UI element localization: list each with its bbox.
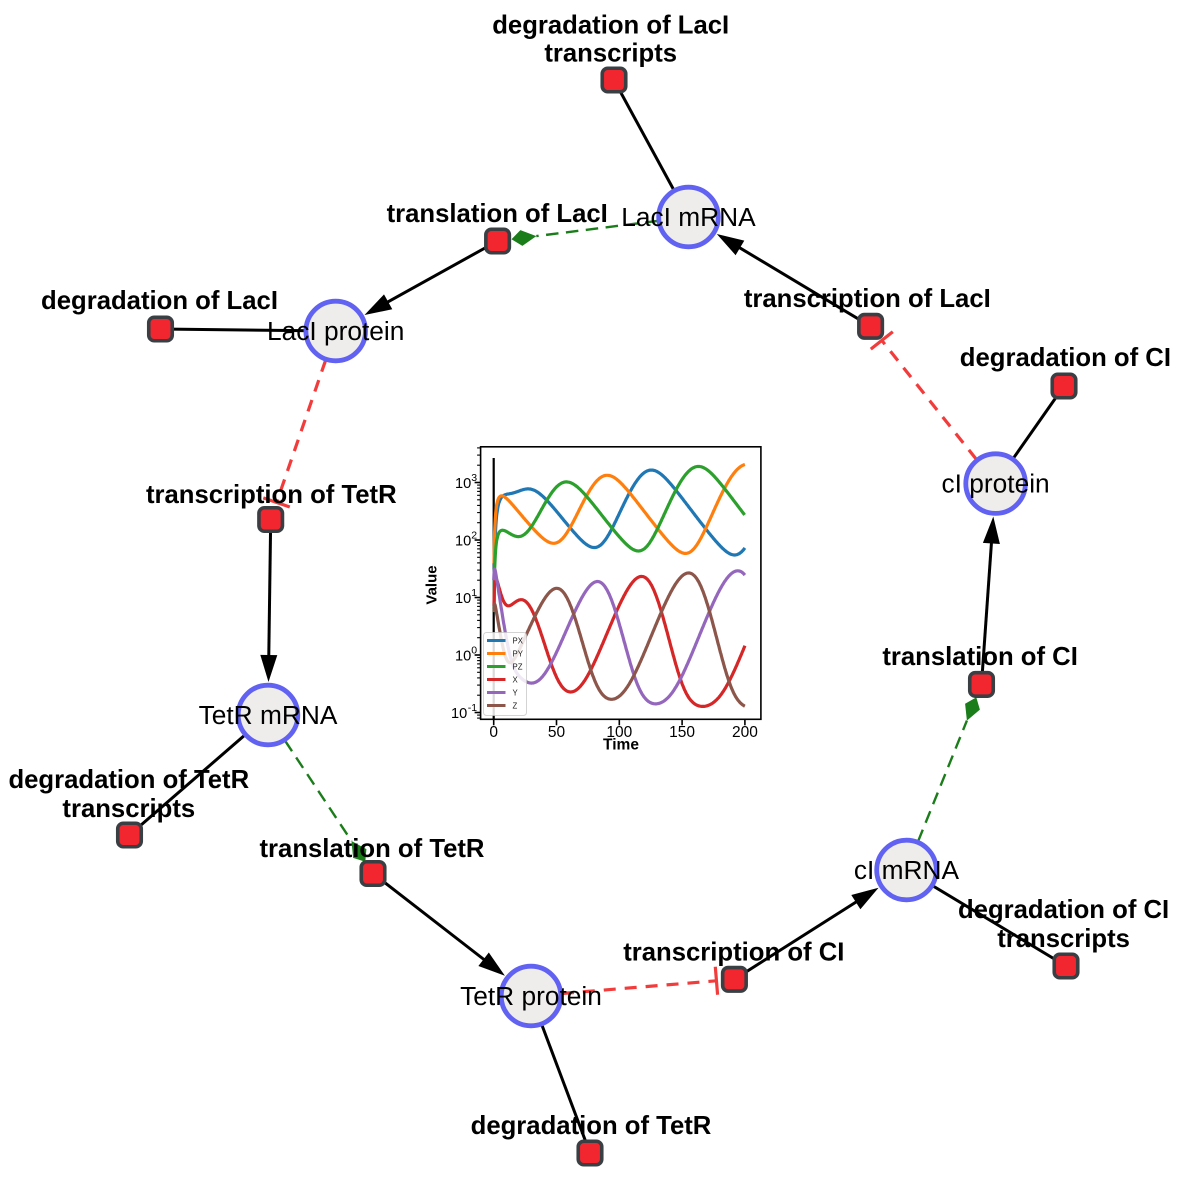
svg-text:degradation of LacI: degradation of LacI bbox=[41, 287, 278, 315]
svg-text:Z: Z bbox=[513, 702, 518, 711]
svg-text:degradation of CI: degradation of CI bbox=[960, 344, 1171, 372]
svg-text:10: 10 bbox=[455, 476, 471, 492]
svg-text:10: 10 bbox=[451, 706, 467, 722]
svg-text:degradation of TetR: degradation of TetR bbox=[8, 766, 249, 794]
svg-text:translation of TetR: translation of TetR bbox=[259, 835, 484, 863]
svg-text:transcription of CI: transcription of CI bbox=[623, 938, 844, 966]
svg-text:Time: Time bbox=[603, 737, 639, 754]
svg-text:LacI protein: LacI protein bbox=[267, 316, 404, 346]
svg-text:transcription of LacI: transcription of LacI bbox=[744, 285, 991, 313]
svg-text:50: 50 bbox=[548, 724, 566, 741]
svg-text:Y: Y bbox=[513, 689, 519, 698]
svg-text:1: 1 bbox=[471, 587, 477, 599]
svg-text:transcription of TetR: transcription of TetR bbox=[146, 481, 397, 509]
svg-text:200: 200 bbox=[732, 724, 758, 741]
svg-text:10: 10 bbox=[455, 591, 471, 607]
svg-text:3: 3 bbox=[471, 472, 477, 484]
svg-text:translation of LacI: translation of LacI bbox=[387, 200, 608, 228]
svg-text:-1: -1 bbox=[468, 702, 477, 714]
svg-text:2: 2 bbox=[471, 530, 477, 542]
svg-text:150: 150 bbox=[669, 724, 695, 741]
svg-text:10: 10 bbox=[455, 534, 471, 550]
svg-text:translation of CI: translation of CI bbox=[882, 643, 1078, 671]
svg-text:10: 10 bbox=[455, 649, 471, 665]
svg-text:degradation of LacI: degradation of LacI bbox=[492, 12, 729, 40]
svg-text:transcripts: transcripts bbox=[997, 925, 1130, 953]
svg-text:LacI mRNA: LacI mRNA bbox=[621, 202, 756, 232]
svg-text:0: 0 bbox=[471, 645, 477, 657]
svg-text:PY: PY bbox=[513, 650, 524, 659]
svg-text:TetR mRNA: TetR mRNA bbox=[199, 700, 338, 730]
svg-text:PZ: PZ bbox=[513, 663, 523, 672]
svg-text:PX: PX bbox=[513, 637, 524, 646]
svg-text:Value: Value bbox=[424, 565, 441, 604]
svg-text:TetR protein: TetR protein bbox=[460, 981, 602, 1011]
svg-text:100: 100 bbox=[606, 724, 632, 741]
svg-text:transcripts: transcripts bbox=[544, 40, 677, 68]
svg-text:degradation of CI: degradation of CI bbox=[958, 896, 1169, 924]
svg-text:cI protein: cI protein bbox=[942, 469, 1050, 499]
svg-text:0: 0 bbox=[489, 724, 498, 741]
svg-text:transcripts: transcripts bbox=[62, 795, 195, 823]
svg-text:cI mRNA: cI mRNA bbox=[854, 855, 960, 885]
svg-text:degradation of TetR: degradation of TetR bbox=[471, 1112, 712, 1140]
svg-text:X: X bbox=[513, 676, 519, 685]
